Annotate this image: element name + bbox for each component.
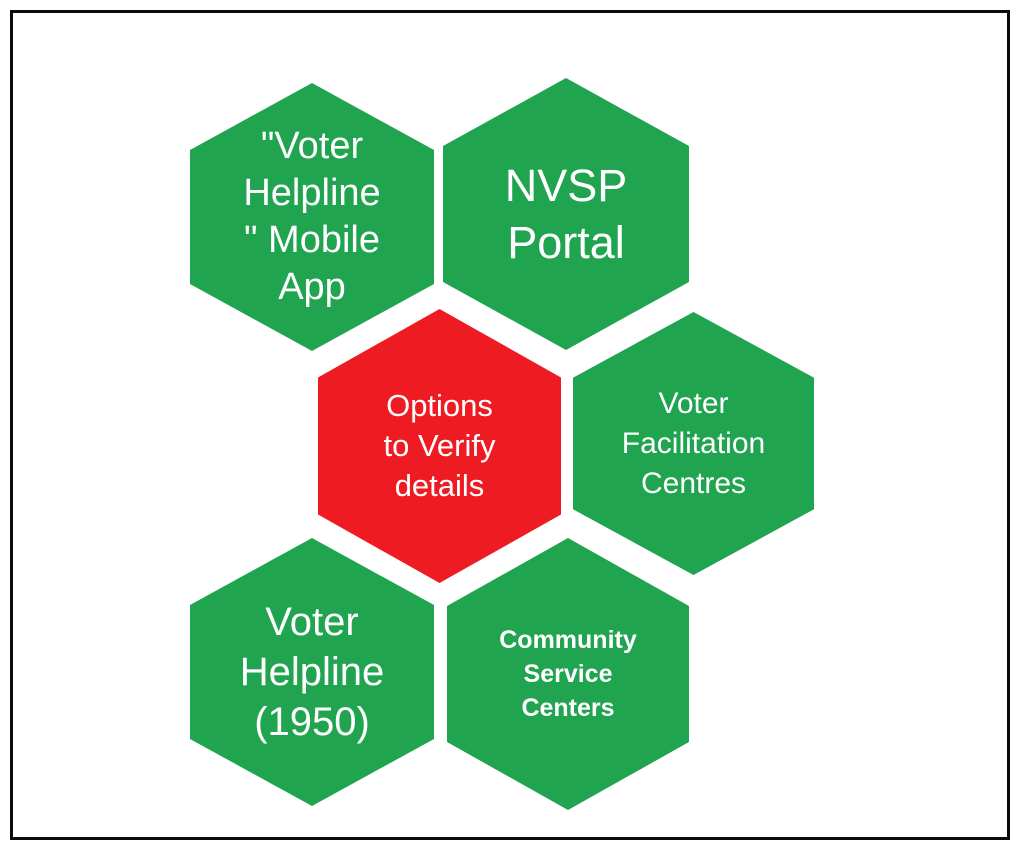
hexagon-voter-helpline-1950: Voter Helpline (1950) (190, 538, 434, 806)
hexagon-label-options-to-verify-details: Options to Verify details (383, 388, 496, 503)
diagram-border (10, 10, 1010, 840)
hexagon-nvsp-portal: NVSP Portal (443, 78, 689, 350)
hexagon-label-nvsp-portal: NVSP Portal (504, 160, 628, 268)
hexagon-label-voter-helpline-1950: Voter Helpline (1950) (239, 600, 385, 744)
hexagon-label-voter-helpline-mobile-app: "Voter Helpline " Mobile App (243, 125, 381, 308)
hexagon-label-community-service-centers: Community Service Centers (499, 626, 637, 722)
hexagon-label-voter-facilitation-centres: Voter Facilitation Centres (621, 386, 766, 500)
